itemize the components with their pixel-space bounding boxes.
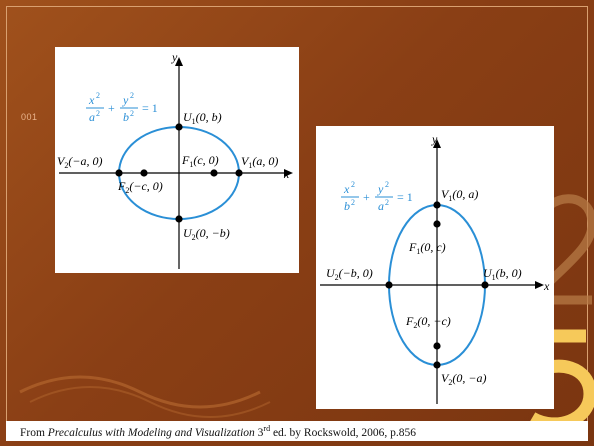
eq-y-numerator: y	[122, 93, 129, 107]
eq-y-numerator: y	[377, 182, 384, 196]
point-f1	[210, 169, 217, 176]
svg-text:2: 2	[351, 198, 355, 207]
eq-rhs: = 1	[397, 190, 413, 204]
source-caption: From Precalculus with Modeling and Visua…	[6, 421, 588, 441]
label-f1: F1(0, c)	[408, 240, 446, 256]
eq-x-numerator: x	[88, 93, 95, 107]
label-u1: U1(0, b)	[183, 110, 222, 126]
point-f2	[140, 169, 147, 176]
svg-text:2: 2	[130, 109, 134, 118]
x-axis-arrow-icon	[535, 281, 544, 289]
svg-text:+: +	[363, 190, 370, 204]
svg-text:2: 2	[130, 91, 134, 100]
label-u1: U1(b, 0)	[483, 266, 522, 282]
label-f2: F2(0, −c)	[405, 314, 451, 330]
point-u1	[481, 281, 488, 288]
label-v2: V2(0, −a)	[441, 371, 486, 387]
label-v1: V1(0, a)	[441, 187, 478, 203]
eq-x-denominator: b	[344, 199, 350, 213]
y-axis-label: y	[171, 50, 178, 64]
point-u2	[385, 281, 392, 288]
diagram-vertical-ellipse: x y x 2 b 2 + y 2 a 2 = 1	[316, 126, 554, 409]
eq-rhs: = 1	[142, 101, 158, 115]
point-v2	[433, 361, 440, 368]
point-f1	[433, 220, 440, 227]
svg-text:2: 2	[96, 91, 100, 100]
diagram-horizontal-ellipse: x y x 2 a 2 + y 2 b 2 = 1	[55, 47, 299, 273]
point-u1	[175, 123, 182, 130]
eq-x-denominator: a	[89, 110, 95, 124]
label-f2: F2(−c, 0)	[117, 179, 163, 195]
label-v2: V2(−a, 0)	[57, 154, 102, 170]
point-u2	[175, 215, 182, 222]
point-v1	[433, 201, 440, 208]
point-f2	[433, 342, 440, 349]
label-u2: U2(−b, 0)	[326, 266, 373, 282]
svg-text:2: 2	[96, 109, 100, 118]
eq-y-denominator: b	[123, 110, 129, 124]
x-axis-label: x	[543, 279, 550, 293]
svg-text:2: 2	[385, 180, 389, 189]
y-axis-label: y	[431, 132, 438, 146]
label-v1: V1(a, 0)	[241, 154, 278, 170]
point-v1	[235, 169, 242, 176]
point-v2	[115, 169, 122, 176]
label-f1: F1(c, 0)	[181, 153, 219, 169]
label-u2: U2(0, −b)	[183, 226, 230, 242]
eq-y-denominator: a	[378, 199, 384, 213]
svg-text:2: 2	[351, 180, 355, 189]
ellipse-equation: x 2 a 2 + y 2 b 2 = 1	[86, 91, 158, 124]
svg-text:+: +	[108, 101, 115, 115]
caption-suffix: ed. by Rockswold, 2006, p.856	[270, 427, 416, 439]
caption-prefix: From	[20, 427, 48, 439]
eq-x-numerator: x	[343, 182, 350, 196]
slide-number: 001	[21, 112, 38, 122]
ellipse-equation: x 2 b 2 + y 2 a 2 = 1	[341, 180, 413, 213]
svg-text:2: 2	[385, 198, 389, 207]
x-axis-label: x	[283, 167, 290, 181]
caption-text: From Precalculus with Modeling and Visua…	[20, 424, 416, 439]
caption-book-title: Precalculus with Modeling and Visualizat…	[48, 427, 255, 439]
